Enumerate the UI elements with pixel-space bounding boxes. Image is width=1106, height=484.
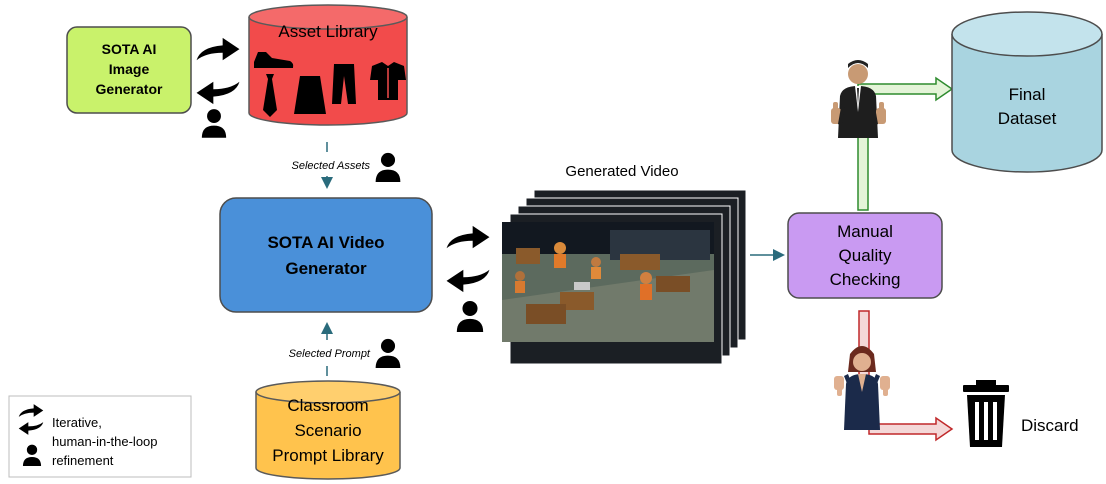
- image-generator-node: SOTA AI Image Generator: [66, 26, 192, 114]
- prompt-library-line1: Classroom: [287, 396, 368, 415]
- image-generator-line3: Generator: [96, 81, 163, 97]
- reject-arrow: [858, 310, 954, 442]
- legend-line2: human-in-the-loop: [52, 434, 158, 449]
- final-dataset-node: Final Dataset: [951, 11, 1103, 173]
- asset-library-node: Asset Library: [248, 4, 408, 126]
- trousers-icon: [332, 64, 356, 104]
- selected-prompt-label: Selected Prompt: [289, 348, 371, 360]
- person-icon: [201, 109, 227, 138]
- video-generator-line1: SOTA AI Video: [267, 233, 384, 252]
- legend-line3: refinement: [52, 453, 114, 468]
- curved-arrow-icon: [446, 225, 490, 249]
- quality-check-node: Manual Quality Checking: [787, 212, 943, 299]
- video-frame: [502, 222, 714, 342]
- curved-arrow-icon: [196, 81, 240, 105]
- video-generator-line2: Generator: [285, 259, 367, 278]
- person-icon: [456, 300, 484, 332]
- generated-video-label: Generated Video: [565, 163, 678, 180]
- curved-arrow-icon: [196, 37, 240, 61]
- shoe-icon: [254, 52, 294, 68]
- quality-check-line2: Quality: [839, 246, 892, 265]
- image-generator-line1: SOTA AI: [102, 41, 157, 57]
- quality-check-line1: Manual: [837, 222, 893, 241]
- trash-icon: [963, 380, 1009, 447]
- selected-assets-edge: Selected Assets: [292, 142, 371, 189]
- thumbs-down-person-icon: [834, 346, 890, 430]
- curved-arrow-icon: [446, 269, 490, 293]
- asset-library-label: Asset Library: [278, 22, 378, 41]
- prompt-library-node: Classroom Scenario Prompt Library: [255, 380, 401, 480]
- quality-check-line3: Checking: [830, 270, 901, 289]
- prompt-library-line2: Scenario: [294, 421, 361, 440]
- generated-video-node: Generated Video: [502, 163, 747, 365]
- final-dataset-line1: Final: [1009, 85, 1046, 104]
- skirt-icon: [294, 76, 326, 114]
- final-dataset-line2: Dataset: [998, 109, 1057, 128]
- discard-label: Discard: [1021, 416, 1079, 435]
- selected-prompt-edge: Selected Prompt: [289, 322, 371, 376]
- prompt-library-line3: Prompt Library: [272, 446, 384, 465]
- legend-line1: Iterative,: [52, 415, 102, 430]
- selected-assets-label: Selected Assets: [292, 160, 371, 172]
- legend: Iterative, human-in-the-loop refinement: [8, 395, 192, 478]
- person-icon: [375, 338, 401, 368]
- image-generator-line2: Image: [109, 61, 150, 77]
- video-generator-node: SOTA AI Video Generator: [219, 197, 433, 313]
- person-icon: [375, 152, 401, 182]
- thumbs-up-person-icon: [831, 60, 886, 138]
- tie-icon: [263, 74, 277, 117]
